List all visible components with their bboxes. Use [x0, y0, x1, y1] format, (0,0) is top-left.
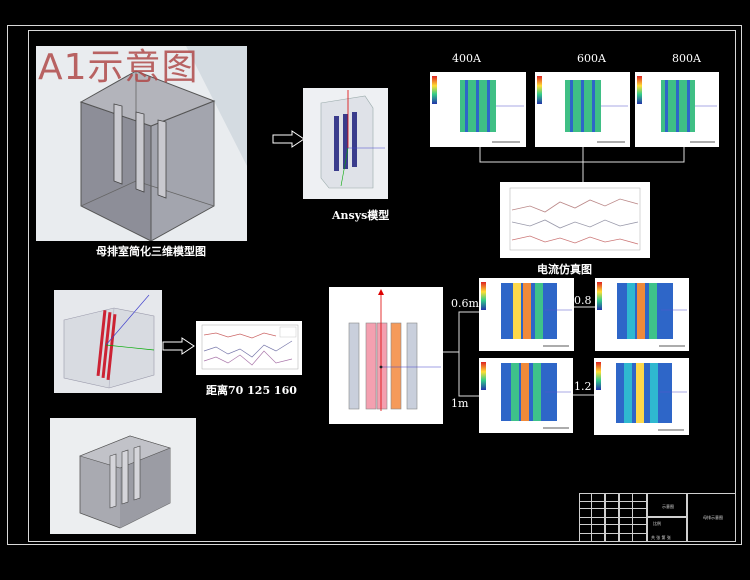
heatmap-spacing-0-6m: [479, 278, 574, 351]
current-title-600a: 600A: [577, 52, 606, 65]
arrow-right-icon: [162, 337, 195, 355]
busbar-room-3d-model-small-image: [50, 418, 196, 534]
title-block-name: 示意图: [662, 504, 674, 509]
spacing-label-1m: 1m: [451, 397, 469, 410]
title-block-sheet: 共 张 第 张: [651, 535, 671, 540]
distance-simulation-chart: [196, 321, 302, 375]
heatmap-spacing-1m: [479, 358, 573, 433]
arrow-right-icon: [272, 130, 305, 148]
title-block-drawing: 母排示意图: [703, 515, 723, 520]
ansys-model-caption: Ansys模型: [332, 209, 390, 222]
drawing-border-inner: [28, 30, 736, 542]
current-title-400a: 400A: [452, 52, 481, 65]
drawing-border-outer: [7, 25, 742, 545]
current-title-800a: 800A: [672, 52, 701, 65]
heatmap-spacing-0-8: [595, 278, 689, 351]
busbar-plane-model-image: [54, 290, 162, 393]
title-block: 示意图 母排示意图 比例 共 张 第 张: [579, 493, 736, 542]
connector-lines-top: [479, 147, 685, 184]
heatmap-400a: [430, 72, 526, 147]
spacing-label-0-8: 0.8: [574, 294, 592, 307]
model-3d-caption: 母排室简化三维模型图: [96, 245, 206, 258]
busbar-cross-section-model: [329, 287, 443, 424]
title-block-scale: 比例: [653, 521, 661, 526]
current-simulation-chart: [500, 182, 650, 258]
connector-line-08: [574, 306, 596, 308]
spacing-label-0-6m: 0.6m: [451, 297, 479, 310]
heatmap-800a: [635, 72, 719, 147]
distance-caption: 距离70 125 160: [206, 384, 297, 397]
heatmap-spacing-1-2: [594, 358, 689, 435]
busbar-room-3d-model-image: [36, 46, 247, 241]
spacing-label-1-2: 1.2: [574, 380, 592, 393]
heatmap-600a: [535, 72, 630, 147]
connector-lines-right: [443, 311, 481, 397]
current-simulation-caption: 电流仿真图: [537, 263, 592, 276]
watermark-title: A1示意图: [38, 47, 199, 88]
ansys-model-image: [303, 88, 388, 199]
connector-line-12: [572, 394, 594, 396]
